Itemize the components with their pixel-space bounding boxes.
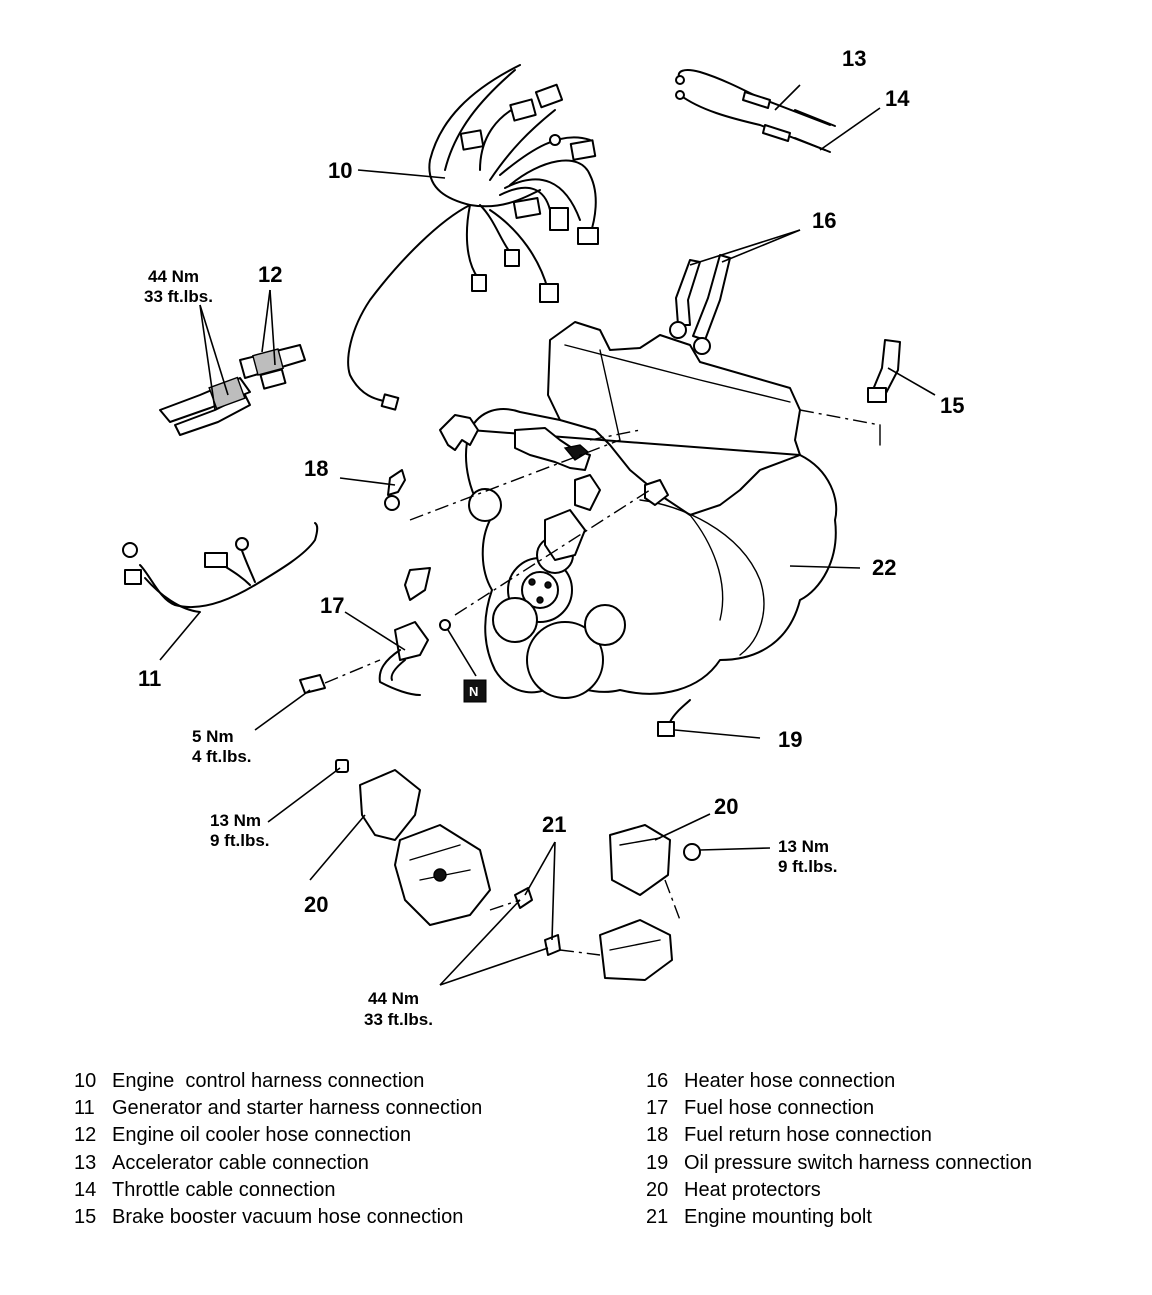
callout-19: 19 xyxy=(778,727,802,752)
legend-item: 11 Generator and starter harness connect… xyxy=(74,1095,646,1122)
legend-item-number: 10 xyxy=(74,1070,97,1092)
engine-removal-diagram: 10 11 12 13 14 15 16 17 18 19 20 20 21 2… xyxy=(122,46,964,1029)
legend-item: 10 Engine control harness connection xyxy=(74,1068,646,1095)
legend-item-number: 18 xyxy=(646,1124,669,1147)
legend-item-number: 21 xyxy=(646,1206,669,1229)
legend-item: 18 Fuel return hose connection xyxy=(646,1122,1116,1149)
engine-mounts-heat-protectors xyxy=(335,759,701,981)
legend-item: 17 Fuel hose connection xyxy=(646,1095,1116,1122)
legend-item-text: Heat protectors xyxy=(684,1178,821,1201)
legend-column-left: 10 Engine control harness connection 11 … xyxy=(74,1068,646,1231)
callout-15: 15 xyxy=(940,393,964,418)
leader-lines xyxy=(159,84,936,986)
legend-item-text: Accelerator cable connection xyxy=(112,1151,369,1174)
legend-item-text: Fuel return hose connection xyxy=(684,1124,932,1147)
generator-starter-harness-part-11 xyxy=(122,522,319,613)
legend-item-text: Engine mounting bolt xyxy=(684,1206,872,1229)
engine-control-harness-part-10 xyxy=(347,64,599,411)
parts-legend: 10 Engine control harness connection 11 … xyxy=(74,1068,1124,1231)
legend-item: 15 Brake booster vacuum hose connection xyxy=(74,1204,646,1231)
callout-20-right: 20 xyxy=(714,794,738,819)
torque-13nm-left: 13 Nm xyxy=(210,811,261,830)
legend-item: 21 Engine mounting bolt xyxy=(646,1204,1116,1231)
legend-item-number: 12 xyxy=(74,1124,97,1147)
callout-numbers: 10 11 12 13 14 15 16 17 18 19 20 20 21 2… xyxy=(138,46,964,917)
callout-21: 21 xyxy=(542,812,566,837)
callout-10: 10 xyxy=(328,158,352,183)
torque-4ftlbs: 4 ft.lbs. xyxy=(192,747,252,766)
callout-14: 14 xyxy=(885,86,910,111)
legend-item: 14 Throttle cable connection xyxy=(74,1177,646,1204)
legend-column-right: 16 Heater hose connection 17 Fuel hose c… xyxy=(646,1068,1116,1231)
legend-item-text: Engine control harness connection xyxy=(112,1070,425,1092)
legend-item: 16 Heater hose connection xyxy=(646,1068,1116,1095)
n-marker-box xyxy=(463,679,487,703)
torque-44nm-bottom: 44 Nm xyxy=(368,989,419,1008)
callout-22: 22 xyxy=(872,555,896,580)
legend-item-text: Engine oil cooler hose connection xyxy=(112,1124,412,1147)
fuel-return-hose-part-18 xyxy=(384,469,406,511)
callout-20-left: 20 xyxy=(304,892,328,917)
legend-item-text: Brake booster vacuum hose connection xyxy=(112,1206,464,1229)
torque-9ftlbs-right: 9 ft.lbs. xyxy=(778,857,838,876)
torque-33ftlbs-bottom: 33 ft.lbs. xyxy=(364,1010,433,1029)
legend-item: 12 Engine oil cooler hose connection xyxy=(74,1122,646,1149)
callout-18: 18 xyxy=(304,456,328,481)
legend-item-number: 13 xyxy=(74,1151,97,1174)
legend-item-number: 19 xyxy=(646,1151,669,1174)
callout-11: 11 xyxy=(138,666,161,691)
callout-17: 17 xyxy=(320,593,344,618)
fuel-hose-part-17 xyxy=(299,567,451,696)
legend-item-number: 16 xyxy=(646,1070,669,1092)
torque-5nm: 5 Nm xyxy=(192,727,234,746)
torque-9ftlbs-left: 9 ft.lbs. xyxy=(210,831,270,850)
legend-item-number: 17 xyxy=(646,1097,669,1120)
brake-booster-vacuum-hose-part-15 xyxy=(867,339,901,403)
n-marker-label: N xyxy=(469,684,478,699)
legend-item-number: 20 xyxy=(646,1178,669,1201)
accelerator-throttle-cables-part-13-14 xyxy=(675,69,836,153)
torque-44nm-top: 44 Nm xyxy=(148,267,199,286)
legend-item-text: Oil pressure switch harness connection xyxy=(684,1151,1032,1174)
torque-13nm-right: 13 Nm xyxy=(778,837,829,856)
legend-item: 19 Oil pressure switch harness connectio… xyxy=(646,1150,1116,1177)
torque-specs: 44 Nm 33 ft.lbs. 5 Nm 4 ft.lbs. 13 Nm 9 … xyxy=(144,267,838,1029)
engine-oil-cooler-hose-part-12 xyxy=(159,344,306,436)
legend-item-text: Generator and starter harness connection xyxy=(112,1097,483,1120)
legend-item-text: Fuel hose connection xyxy=(684,1097,875,1120)
legend-item: 20 Heat protectors xyxy=(646,1177,1116,1204)
legend-item-text: Throttle cable connection xyxy=(112,1178,336,1201)
callout-16: 16 xyxy=(812,208,836,233)
engine-block-part-22 xyxy=(409,321,881,699)
torque-33ftlbs-top: 33 ft.lbs. xyxy=(144,287,213,306)
callout-13: 13 xyxy=(842,46,866,71)
legend-item: 13 Accelerator cable connection xyxy=(74,1150,646,1177)
legend-item-number: 15 xyxy=(74,1206,97,1229)
legend-item-text: Heater hose connection xyxy=(684,1070,896,1092)
legend-item-number: 14 xyxy=(74,1178,97,1201)
callout-12: 12 xyxy=(258,262,282,287)
legend-item-number: 11 xyxy=(74,1097,95,1120)
heater-hoses-part-16 xyxy=(669,254,731,355)
oil-pressure-switch-part-19 xyxy=(657,699,691,737)
